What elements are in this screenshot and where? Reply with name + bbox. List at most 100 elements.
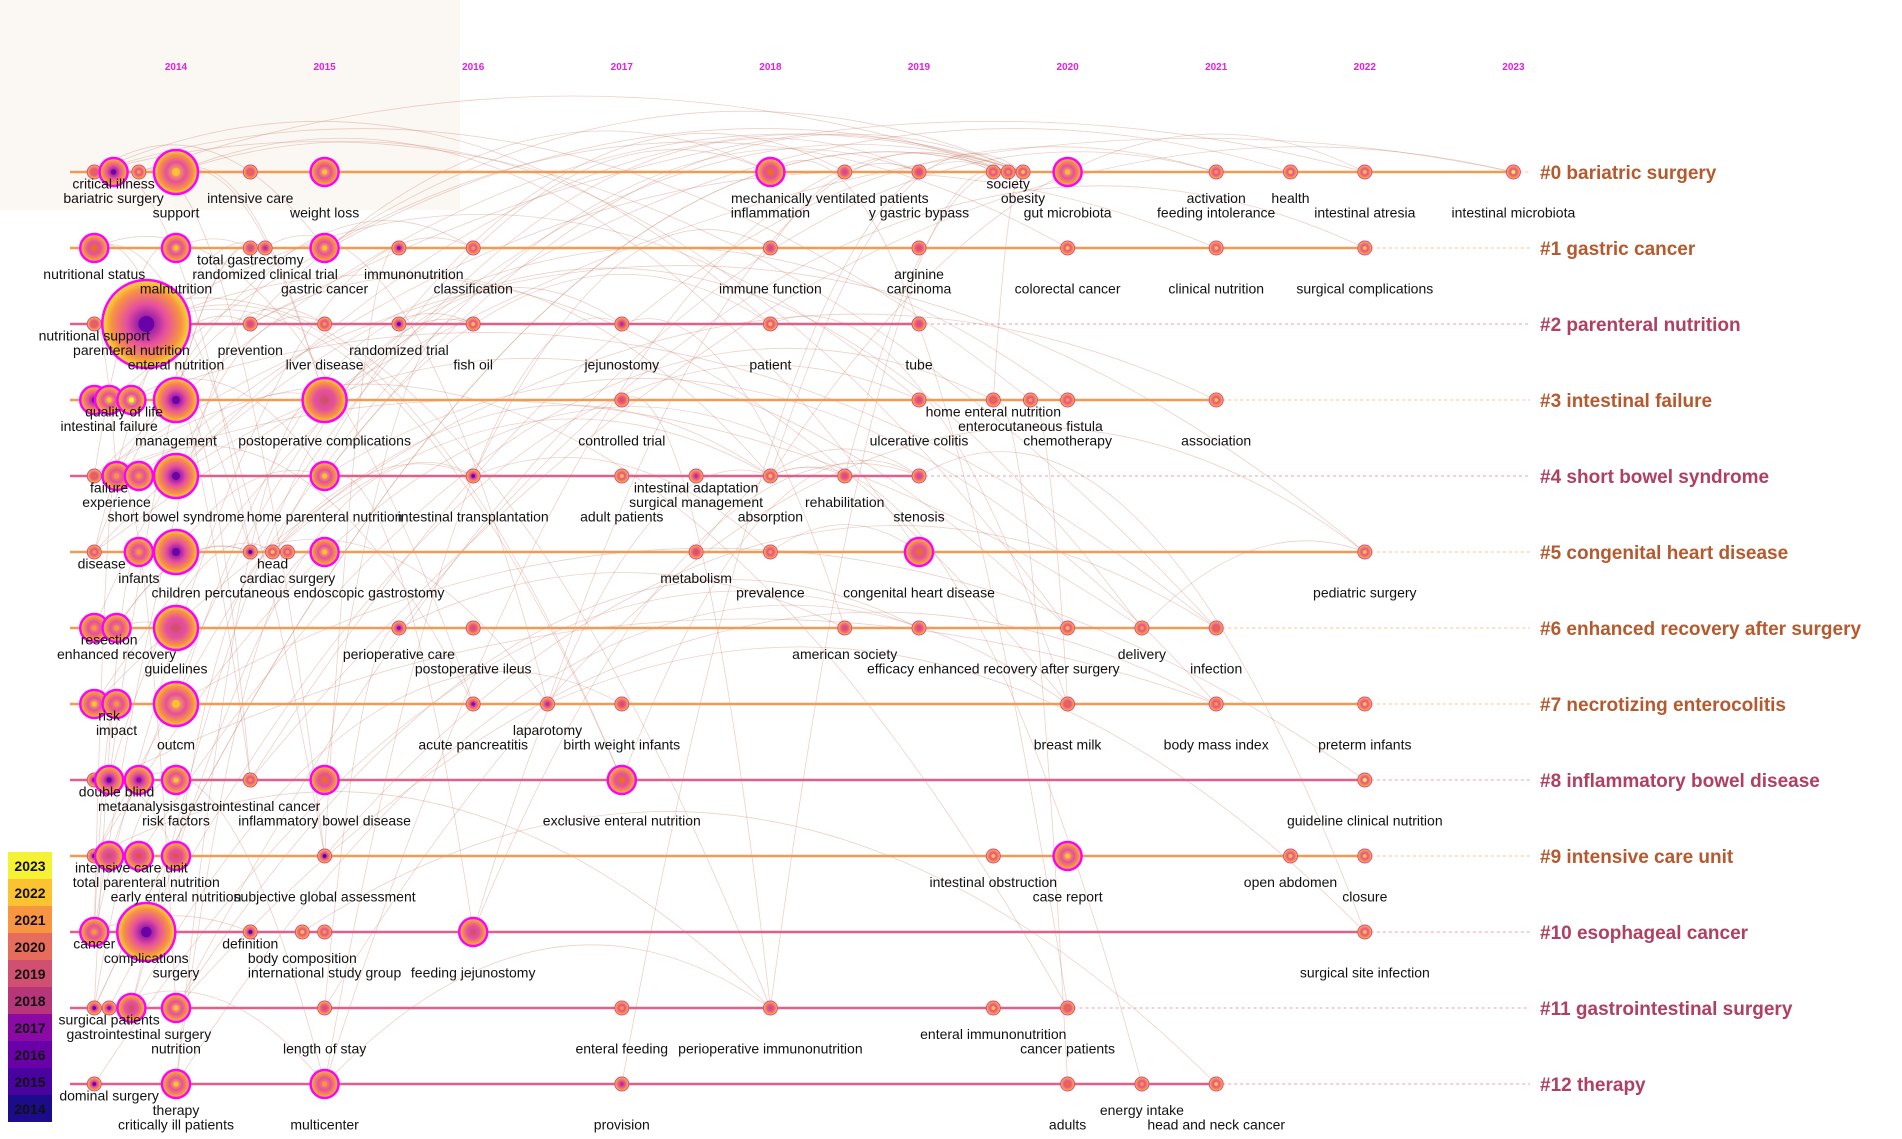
citation-arc — [324, 128, 1291, 401]
citation-arc — [993, 398, 1068, 1085]
keyword-node-core — [471, 626, 476, 630]
citation-arc — [146, 274, 1068, 705]
keyword-label: short bowel syndrome — [108, 509, 245, 525]
keyword-node-core — [107, 1006, 111, 1010]
citation-arc — [94, 265, 1366, 553]
keyword-label: controlled trial — [578, 433, 665, 449]
year-tick-label: 2017 — [611, 62, 634, 73]
keyword-label: postoperative ileus — [415, 661, 532, 677]
keyword-label: critical illness — [72, 176, 154, 192]
legend-swatch — [8, 852, 52, 879]
keyword-label: enteral feeding — [575, 1041, 668, 1057]
keyword-label: critically ill patients — [118, 1117, 234, 1133]
keyword-node-core — [916, 549, 922, 555]
keyword-label: cardiac surgery — [240, 570, 336, 586]
keyword-node-core — [842, 170, 847, 174]
keyword-node-core — [92, 474, 97, 478]
keyword-node-core — [1214, 170, 1218, 174]
keyword-node-core — [1288, 170, 1293, 174]
citation-arc — [547, 646, 1366, 933]
keyword-node-core — [767, 169, 773, 175]
keyword-label: total parenteral nutrition — [73, 874, 220, 890]
keyword-node-core — [1363, 170, 1367, 174]
keyword-label: case report — [1033, 889, 1103, 905]
keyword-node-core — [172, 472, 180, 480]
keyword-label: percutaneous endoscopic gastrostomy — [205, 585, 445, 601]
keyword-label: inflammatory bowel disease — [238, 813, 411, 829]
cluster-label[interactable]: #0 bariatric surgery — [1540, 163, 1717, 184]
keyword-label: intestinal atresia — [1314, 205, 1415, 221]
keyword-label: malnutrition — [140, 281, 212, 297]
legend-swatch — [8, 960, 52, 987]
legend-swatch — [8, 879, 52, 906]
keyword-label: enhanced recovery — [57, 646, 176, 662]
keyword-label: association — [1181, 433, 1251, 449]
keyword-label: parenteral nutrition — [73, 342, 190, 358]
keyword-label: inflammation — [731, 205, 810, 221]
citation-arc — [302, 811, 1217, 1085]
cluster-label[interactable]: #1 gastric cancer — [1540, 239, 1696, 260]
cluster-label[interactable]: #10 esophageal cancer — [1540, 923, 1749, 944]
cluster-label[interactable]: #5 congenital heart disease — [1540, 543, 1788, 564]
citation-arc — [108, 128, 1024, 401]
legend-year-label: 2018 — [14, 993, 45, 1009]
year-tick-label: 2014 — [165, 62, 188, 73]
citation-arc — [324, 525, 1217, 857]
keyword-label: guideline clinical nutrition — [1287, 813, 1443, 829]
keyword-node-core — [917, 474, 921, 478]
cluster-label[interactable]: #7 necrotizing enterocolitis — [1540, 695, 1786, 716]
cluster-label[interactable]: #8 inflammatory bowel disease — [1540, 771, 1820, 792]
citation-arc — [94, 915, 251, 933]
keyword-label: body composition — [248, 950, 357, 966]
citation-arc — [93, 392, 325, 629]
cluster-label[interactable]: #4 short bowel syndrome — [1540, 467, 1769, 488]
keyword-label: randomized clinical trial — [192, 266, 338, 282]
keyword-node-core — [1140, 626, 1144, 630]
keyword-node-core — [111, 169, 117, 175]
keyword-label: double blind — [79, 784, 155, 800]
year-tick-label: 2016 — [462, 62, 485, 73]
citation-arc — [138, 171, 1217, 477]
keyword-node-core — [322, 245, 328, 251]
keyword-node-core — [106, 853, 112, 859]
citation-arc — [324, 141, 1068, 249]
citation-arc — [93, 151, 1009, 1009]
citation-arc — [175, 550, 325, 1085]
keyword-node-core — [1065, 169, 1071, 175]
keyword-node-core — [1363, 854, 1367, 858]
keyword-node-core — [141, 926, 152, 938]
keyword-node-core — [114, 625, 120, 631]
citation-arc — [621, 161, 994, 1085]
keyword-label: risk — [98, 708, 121, 724]
cluster-label[interactable]: #9 intensive care unit — [1540, 847, 1734, 868]
year-tick-label: 2023 — [1502, 62, 1525, 73]
citation-arc — [93, 406, 845, 857]
citation-arc — [138, 348, 994, 857]
keyword-label: intestinal failure — [60, 418, 157, 434]
keyword-node-core — [136, 473, 142, 479]
cluster-label[interactable]: #2 parenteral nutrition — [1540, 315, 1741, 336]
citation-arc — [473, 456, 771, 553]
keyword-label: preterm infants — [1318, 737, 1411, 753]
keyword-label: prevention — [218, 342, 283, 358]
keyword-node-core — [172, 700, 180, 708]
cluster-label[interactable]: #12 therapy — [1540, 1075, 1646, 1096]
citation-arc — [398, 572, 845, 629]
keyword-label: immunonutrition — [364, 266, 464, 282]
citation-arc — [175, 469, 325, 553]
keyword-node-core — [470, 929, 476, 935]
keyword-node-core — [173, 1081, 179, 1087]
keyword-node-core — [1065, 398, 1070, 402]
keyword-label: mechanically ventilated patients — [731, 190, 929, 206]
keyword-label: failure — [90, 480, 128, 496]
keyword-node-core — [1363, 550, 1367, 554]
keyword-node-core — [92, 550, 97, 554]
cluster-label[interactable]: #3 intestinal failure — [1540, 391, 1712, 412]
cluster-label[interactable]: #11 gastrointestinal surgery — [1540, 999, 1793, 1020]
keyword-label: fish oil — [453, 357, 493, 373]
keyword-label: y gastric bypass — [869, 205, 969, 221]
citation-arc — [272, 463, 474, 553]
keyword-node-core — [842, 474, 847, 478]
cluster-label[interactable]: #6 enhanced recovery after surgery — [1540, 619, 1861, 640]
